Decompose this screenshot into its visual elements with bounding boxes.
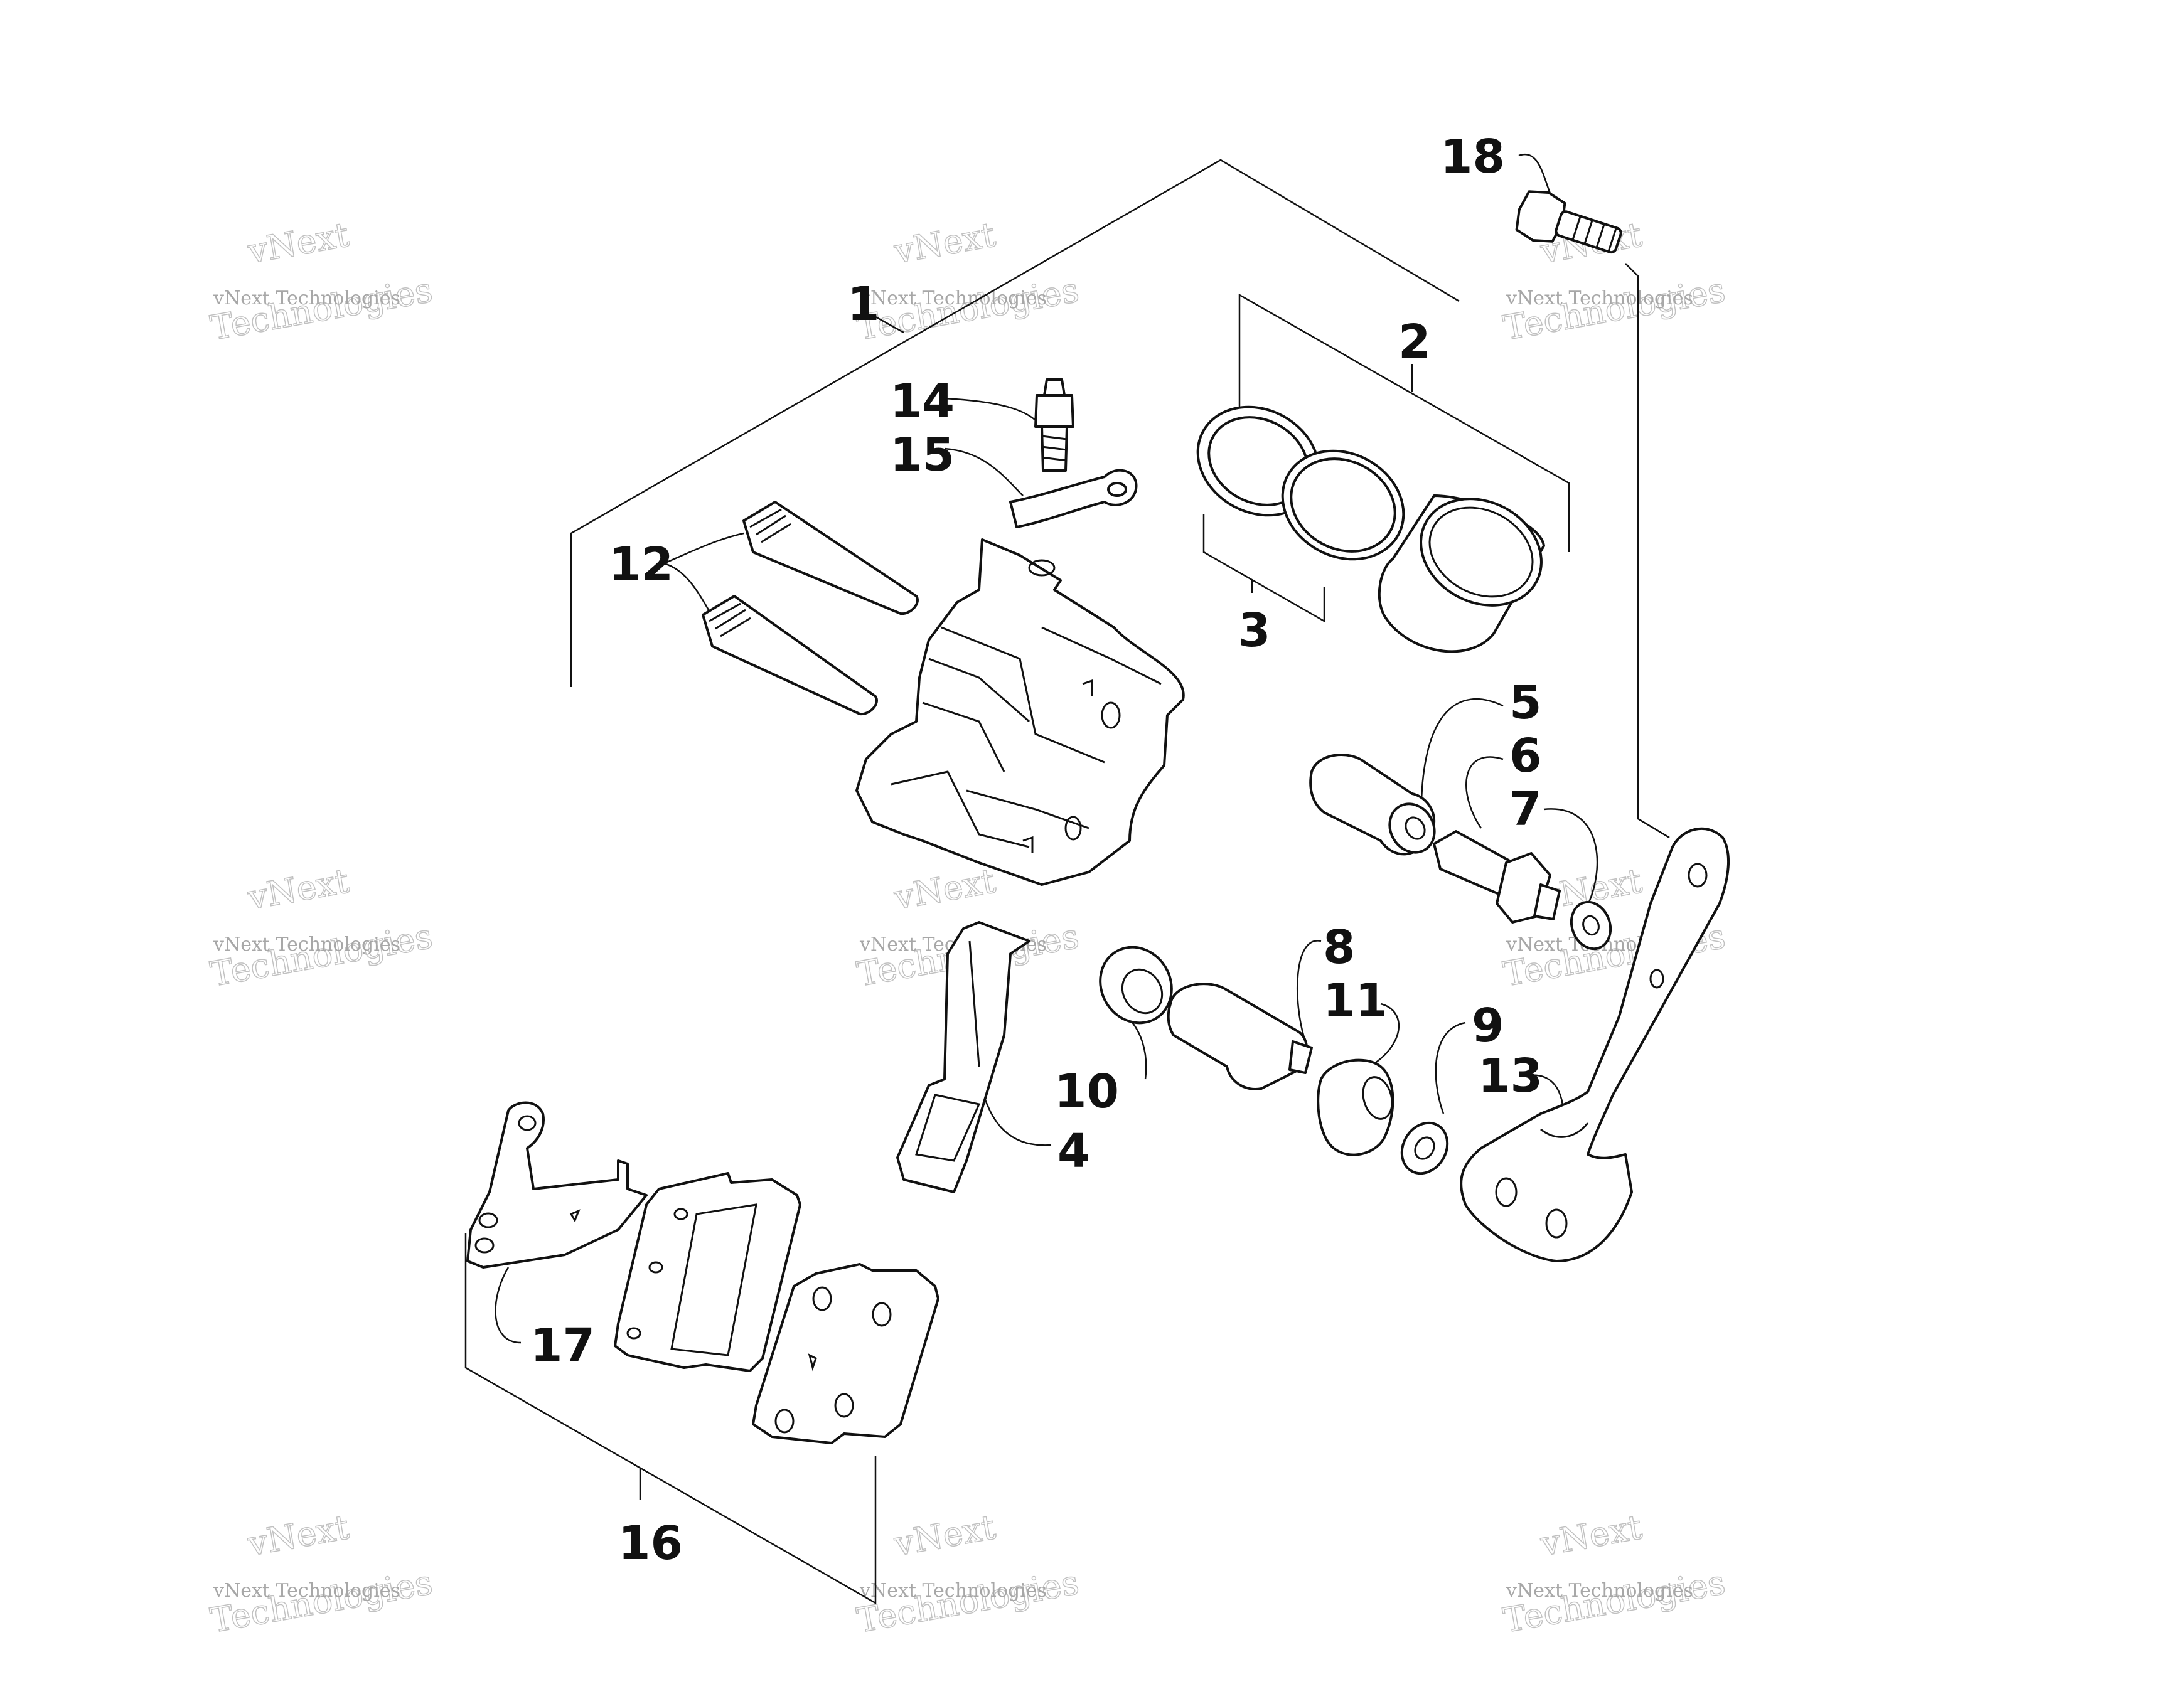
callout-18: 18 [1440, 130, 1505, 184]
callout-3: 3 [1238, 604, 1271, 658]
watermark-bottom: Technologies [854, 1563, 1082, 1641]
leader-8 [1296, 940, 1322, 1042]
caliper-piston [1378, 494, 1545, 653]
callout-2: 2 [1398, 315, 1431, 369]
callout-5: 5 [1509, 676, 1542, 730]
callout-1: 1 [847, 277, 880, 331]
watermark-mid: vNext Technologies [1506, 1580, 1693, 1602]
watermark-mid: vNext Technologies [1506, 287, 1693, 309]
watermark-top: vNext [891, 215, 998, 271]
watermark-bottom: Technologies [854, 270, 1082, 348]
pin-sleeve [1309, 754, 1436, 856]
callout-10: 10 [1054, 1065, 1119, 1119]
bracket-bolt-line [1625, 263, 1670, 839]
brake-pad-outer [752, 1263, 939, 1444]
leader-11 [1374, 1003, 1400, 1065]
pad-retainer-clip [466, 1101, 648, 1269]
caliper-mounting-bracket [1460, 827, 1730, 1262]
parts-layer [466, 190, 1730, 1444]
watermark-mid: vNext Technologies [213, 1580, 400, 1602]
leader-15 [944, 447, 1024, 496]
watermark-bottom: Technologies [208, 917, 436, 994]
watermark-bottom: Technologies [208, 1563, 436, 1641]
watermark-bottom: Technologies [208, 270, 436, 348]
callout-15: 15 [890, 428, 955, 482]
bleeder-screw [1034, 378, 1074, 472]
caliper-body [855, 538, 1185, 886]
washer-lower [1400, 1121, 1449, 1175]
callout-13: 13 [1478, 1049, 1543, 1103]
guide-bolt [1433, 830, 1561, 924]
callout-9: 9 [1472, 999, 1504, 1053]
watermark-bottom: Technologies [1501, 1563, 1728, 1641]
watermark-mid: vNext Technologies [859, 1580, 1047, 1602]
slide-pin-lower [702, 595, 878, 716]
watermark-top: vNext [244, 215, 352, 271]
leader-12a [663, 532, 744, 565]
callout-17: 17 [530, 1319, 595, 1373]
watermark: vNext vNext Technologies Technologies [854, 1506, 1082, 1641]
leader-5 [1420, 698, 1504, 801]
callout-layer: 1 2 3 4 5 6 7 8 9 10 11 12 13 14 15 16 1… [530, 130, 1543, 1570]
watermark-mid: vNext Technologies [859, 287, 1047, 309]
bracket-caliper-assembly [570, 159, 1460, 687]
watermark-layer: vNext vNext Technologies Technologies vN… [207, 214, 1728, 1641]
bracket-seals [1202, 514, 1325, 623]
watermark: vNext vNext Technologies Technologies [1500, 1506, 1728, 1641]
watermark-top: vNext [244, 1507, 352, 1563]
bracket-piston-kit [1238, 293, 1570, 552]
callout-11: 11 [1323, 974, 1388, 1028]
leader-17 [495, 1267, 522, 1344]
watermark-top: vNext [891, 861, 998, 917]
watermark: vNext vNext Technologies Technologies [207, 1506, 436, 1641]
bracket-pad-set [464, 1233, 877, 1605]
callout-8: 8 [1323, 920, 1356, 974]
piston-seal-inner [1281, 449, 1405, 561]
callout-4: 4 [1057, 1124, 1090, 1178]
callout-12: 12 [609, 538, 673, 592]
watermark: vNext vNext Technologies Technologies [207, 860, 436, 994]
watermark: vNext vNext Technologies Technologies [207, 214, 436, 348]
pin-boot-small [1317, 1058, 1394, 1156]
leader-9 [1435, 1021, 1466, 1114]
leader-6 [1465, 756, 1504, 829]
flange-bolt [1515, 190, 1622, 254]
leader-4 [978, 1079, 1052, 1146]
slide-pin-upper [742, 501, 919, 615]
brake-pad-inner [614, 1172, 801, 1372]
callout-14: 14 [890, 375, 955, 429]
watermark-top: vNext [244, 861, 352, 917]
pad-spring [896, 921, 1030, 1193]
leader-14 [944, 397, 1046, 434]
assembly-brackets [464, 153, 1670, 1605]
watermark-top: vNext [891, 1507, 998, 1563]
callout-16: 16 [618, 1516, 683, 1570]
leader-7 [1543, 808, 1598, 917]
watermark-mid: vNext Technologies [213, 934, 400, 956]
watermark-mid: vNext Technologies [213, 287, 400, 309]
watermark-top: vNext [1537, 1507, 1645, 1563]
bleeder-cap [1009, 469, 1138, 528]
callout-6: 6 [1509, 729, 1542, 783]
washer-upper [1570, 900, 1612, 951]
callout-7: 7 [1509, 782, 1542, 836]
guide-pin [1167, 983, 1313, 1090]
watermark-bottom: Technologies [1501, 270, 1728, 348]
leader-1 [875, 316, 904, 334]
pin-boot-large [1099, 946, 1173, 1025]
